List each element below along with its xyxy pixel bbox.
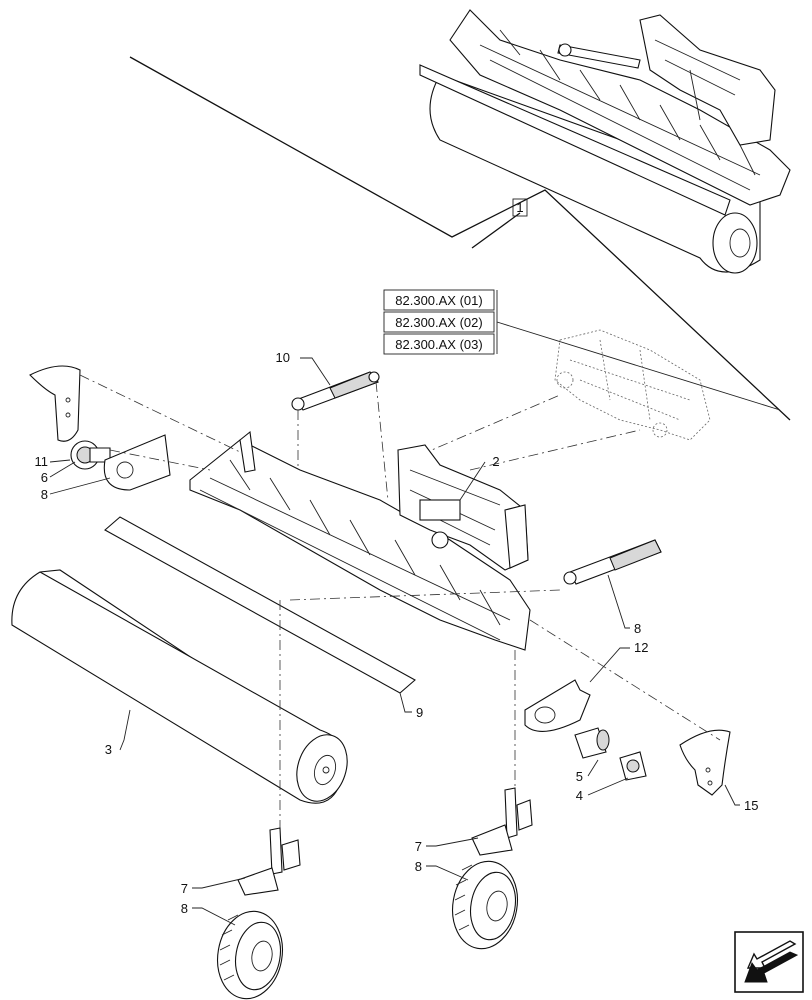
callout-2-label: 2: [492, 454, 499, 469]
callout-1-box: [512, 198, 528, 217]
dash-left-top: [79, 374, 241, 453]
cylinder-9: [563, 539, 662, 585]
caster-bracket-7-left: [237, 827, 301, 896]
callout-6-label: 6: [41, 470, 48, 485]
top-assembly-illustration: [419, 9, 791, 274]
bearing-6: [70, 440, 111, 470]
bracket-14: [524, 679, 591, 732]
assembly-separator-line: [129, 56, 791, 421]
hitch-bracket-2: [397, 444, 529, 571]
reference-box-group: [383, 289, 781, 411]
callout-7b-label: 7: [415, 839, 422, 854]
callout-7a-leader: [192, 877, 246, 889]
callout-1-leader: [471, 212, 521, 249]
callout-6-leader: [49, 461, 76, 478]
reference-hitch-ghost: [554, 329, 711, 441]
caster-bracket-7-right: [471, 787, 533, 856]
dash-frame-to-15: [529, 619, 721, 741]
cylinder-10: [291, 371, 380, 411]
callout-13-label: 11: [35, 454, 49, 469]
callout-3-leader: [119, 709, 131, 751]
callout-12-label: 8: [41, 487, 48, 502]
arrow-left-down-icon[interactable]: [734, 931, 804, 993]
callout-4-leader: [587, 777, 629, 796]
callout-7a-label: 7: [181, 881, 188, 896]
reference-03[interactable]: 82.300.AX (03): [395, 337, 482, 352]
callout-4-label: 4: [576, 788, 583, 803]
callout-8a-leader: [192, 907, 236, 926]
callout-8b-label: 8: [415, 859, 422, 874]
side-plate-13: [29, 365, 81, 442]
callout-9-label: 8: [634, 621, 641, 636]
callout-5-label: 5: [576, 769, 583, 784]
callout-7b-leader: [426, 837, 479, 847]
callout-11-leader: [399, 692, 412, 713]
callout-11-label: 9: [416, 705, 423, 720]
roller-3: [11, 569, 348, 804]
callout-9-leader: [607, 574, 630, 629]
callout-14-label: 12: [634, 640, 648, 655]
callout-2-leader: [459, 461, 486, 501]
plate-12: [103, 434, 171, 491]
dash-line-ref-to-bracket: [469, 429, 641, 471]
callout-5-leader: [587, 759, 599, 777]
callout-12-leader: [49, 477, 111, 495]
callout-1-label: 1: [516, 200, 523, 215]
dash-left-mid: [109, 449, 211, 471]
callout-3-label: 3: [105, 742, 112, 757]
callout-8b-leader: [426, 865, 469, 881]
bearing-4: [619, 751, 647, 781]
main-frame-2: [189, 430, 531, 651]
dash-line-ref-to-frame: [419, 394, 561, 456]
wheel-8-left: [217, 910, 283, 1000]
callout-15-leader: [724, 784, 740, 806]
sheet-11: [104, 516, 416, 694]
callout-14-leader: [589, 647, 630, 683]
dash-frame-to-9: [289, 589, 561, 601]
callout-8a-label: 8: [181, 901, 188, 916]
side-plate-15: [679, 729, 731, 796]
reference-02[interactable]: 82.300.AX (02): [395, 315, 482, 330]
callout-15-label: 15: [744, 798, 758, 813]
callout-10-label: 10: [276, 350, 290, 365]
dash-10-right: [375, 381, 389, 501]
wheel-8-right: [452, 860, 518, 950]
reference-01[interactable]: 82.300.AX (01): [395, 293, 482, 308]
callout-13-leader: [49, 459, 71, 463]
bearing-5: [574, 727, 610, 759]
callout-10-leader: [300, 357, 331, 386]
